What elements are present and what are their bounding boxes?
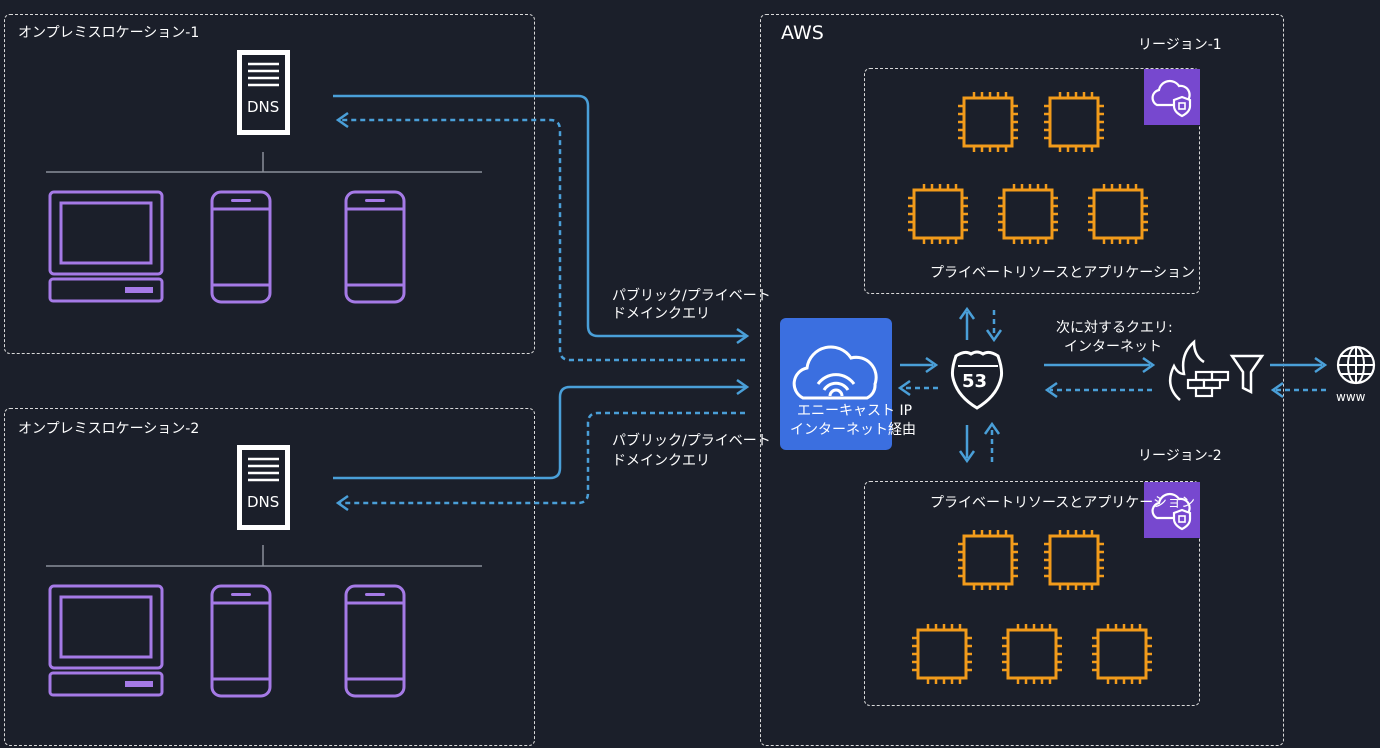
- cloud-shield-icon: [1142, 67, 1202, 127]
- anycast-label-line1: エニーキャスト IP: [797, 403, 913, 419]
- dns-server-icon: [236, 444, 291, 531]
- dns-label: DNS: [247, 493, 280, 511]
- ec2-chip-icon: [956, 528, 1020, 592]
- ec2-chip-icon: [1090, 622, 1154, 686]
- ec2-chip-icon: [906, 182, 970, 246]
- onprem1-title: オンプレミスロケーション-1: [18, 25, 200, 41]
- query2-label-line1: パブリック/プライベート: [612, 433, 771, 449]
- region1-container: [864, 68, 1200, 294]
- onprem1-container: [4, 14, 535, 354]
- laptop-icon: [48, 584, 164, 697]
- ec2-chip-icon: [996, 182, 1060, 246]
- phone-icon: [210, 584, 272, 698]
- query2-label-line2: ドメインクエリ: [612, 453, 710, 469]
- filter-icon: [1229, 354, 1265, 395]
- ec2-chip-icon: [910, 622, 974, 686]
- region2-container: [864, 481, 1200, 706]
- route53-shield-icon: [950, 350, 1004, 410]
- query1-label-line1: パブリック/プライベート: [612, 288, 771, 304]
- internet-query-line1: 次に対するクエリ:: [1056, 320, 1173, 336]
- aws-container: [760, 14, 1284, 746]
- region2-title: リージョン-2: [1138, 448, 1222, 464]
- ec2-chip-icon: [1000, 622, 1064, 686]
- internet-query-line2: インターネット: [1064, 339, 1162, 355]
- www-label: www: [1336, 390, 1366, 404]
- globe-icon: [1336, 345, 1376, 385]
- route53-number: 53: [962, 371, 988, 392]
- region1-resources-label: プライベートリソースとアプリケーション: [930, 265, 1196, 281]
- ec2-chip-icon: [1042, 528, 1106, 592]
- query1-label-line2: ドメインクエリ: [612, 306, 710, 322]
- onprem2-title: オンプレミスロケーション-2: [18, 421, 200, 437]
- region1-title: リージョン-1: [1138, 37, 1222, 53]
- region2-resources-label: プライベートリソースとアプリケーション: [930, 495, 1196, 511]
- laptop-icon: [48, 190, 164, 303]
- aws-title: AWS: [781, 22, 824, 44]
- onprem2-container: [4, 408, 535, 746]
- phone-icon: [344, 190, 406, 304]
- ec2-chip-icon: [1086, 182, 1150, 246]
- ec2-chip-icon: [1042, 90, 1106, 154]
- dns-server-icon: [236, 49, 291, 136]
- cloud-wifi-icon: [792, 345, 878, 400]
- dns-label: DNS: [247, 98, 280, 116]
- phone-icon: [344, 584, 406, 698]
- ec2-chip-icon: [956, 90, 1020, 154]
- anycast-ip-box: [780, 318, 892, 450]
- anycast-label-line2: インターネット経由: [790, 422, 916, 438]
- phone-icon: [210, 190, 272, 304]
- firewall-icon: [1168, 339, 1230, 401]
